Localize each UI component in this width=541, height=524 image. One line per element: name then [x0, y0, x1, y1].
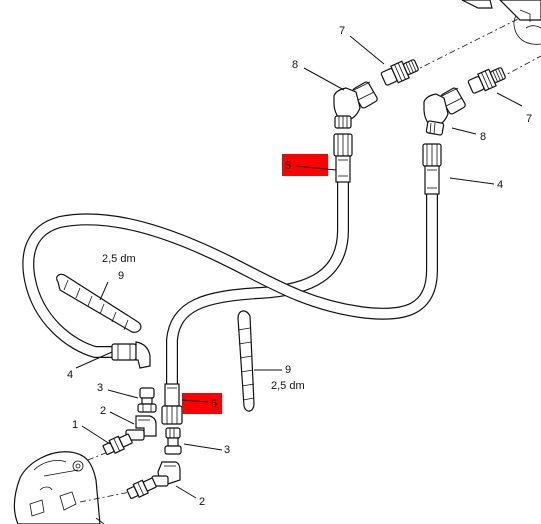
callout-3-right: 3: [224, 444, 230, 456]
adapter-3-left: [137, 387, 157, 413]
callout-4-right: 4: [497, 179, 503, 191]
leader-7-right: [496, 92, 523, 107]
leader-5-upper: [295, 165, 337, 171]
leader-2-left: [109, 411, 135, 425]
leader-5-lower: [181, 399, 209, 403]
callout-7-right: 7: [526, 113, 532, 125]
callout-5-lower: 5: [211, 398, 217, 410]
leader-8-left: [303, 67, 345, 91]
callout-7-top: 7: [339, 25, 345, 37]
straight-adapter-7-left: [380, 59, 419, 86]
spiral-sleeve-9-left: [56, 273, 142, 333]
callout-9-left: 9: [118, 270, 124, 282]
callout-2-right: 2: [199, 496, 205, 508]
straight-adapter-7-right: [467, 67, 506, 94]
callout-2-5-dm-right: 2,5 dm: [271, 380, 305, 392]
adapter-1-lower: [126, 477, 157, 500]
callout-2-5-dm-left: 2,5 dm: [102, 253, 136, 265]
callout-1: 1: [72, 419, 78, 431]
elbow-2-right: [151, 461, 181, 487]
leader-2-right: [175, 485, 197, 499]
callout-3-left: 3: [97, 382, 103, 394]
adapter-3-right: [164, 427, 182, 455]
highlight-callout-5-upper: [282, 154, 328, 176]
elbow-2-left: [125, 415, 157, 441]
hose-5-lower-end-fitting: [161, 383, 183, 425]
leader-4-right: [449, 177, 495, 185]
centerline-lower: [499, 55, 541, 79]
leader-3-right: [183, 443, 223, 451]
hose-4: [22, 143, 442, 369]
callout-9-right: 9: [285, 364, 291, 376]
adapter-1-upper: [102, 433, 133, 456]
callout-8-left: 8: [292, 59, 298, 71]
leader-7-top: [349, 35, 385, 65]
callout-4-left: 4: [67, 369, 73, 381]
machine-fragment-top-right: [461, 0, 541, 45]
hose-5-upper: [166, 133, 353, 391]
centerline-upper: [411, 17, 521, 73]
highlight-callout-5-lower: [182, 393, 222, 414]
leader-8-right: [451, 127, 477, 135]
elbow-fitting-8-left: [333, 81, 378, 129]
spiral-sleeve-9-right: [237, 310, 255, 412]
leader-9-left: [99, 281, 109, 301]
leader-4-left: [75, 351, 113, 369]
leader-1: [81, 425, 111, 445]
callout-5-upper: 5: [285, 160, 291, 172]
leader-3-left: [107, 389, 139, 399]
callout-8-right: 8: [480, 131, 486, 143]
elbow-fitting-8-right: [423, 87, 466, 136]
callout-2-left: 2: [100, 405, 106, 417]
valve-block-bottom-left: [13, 451, 131, 524]
